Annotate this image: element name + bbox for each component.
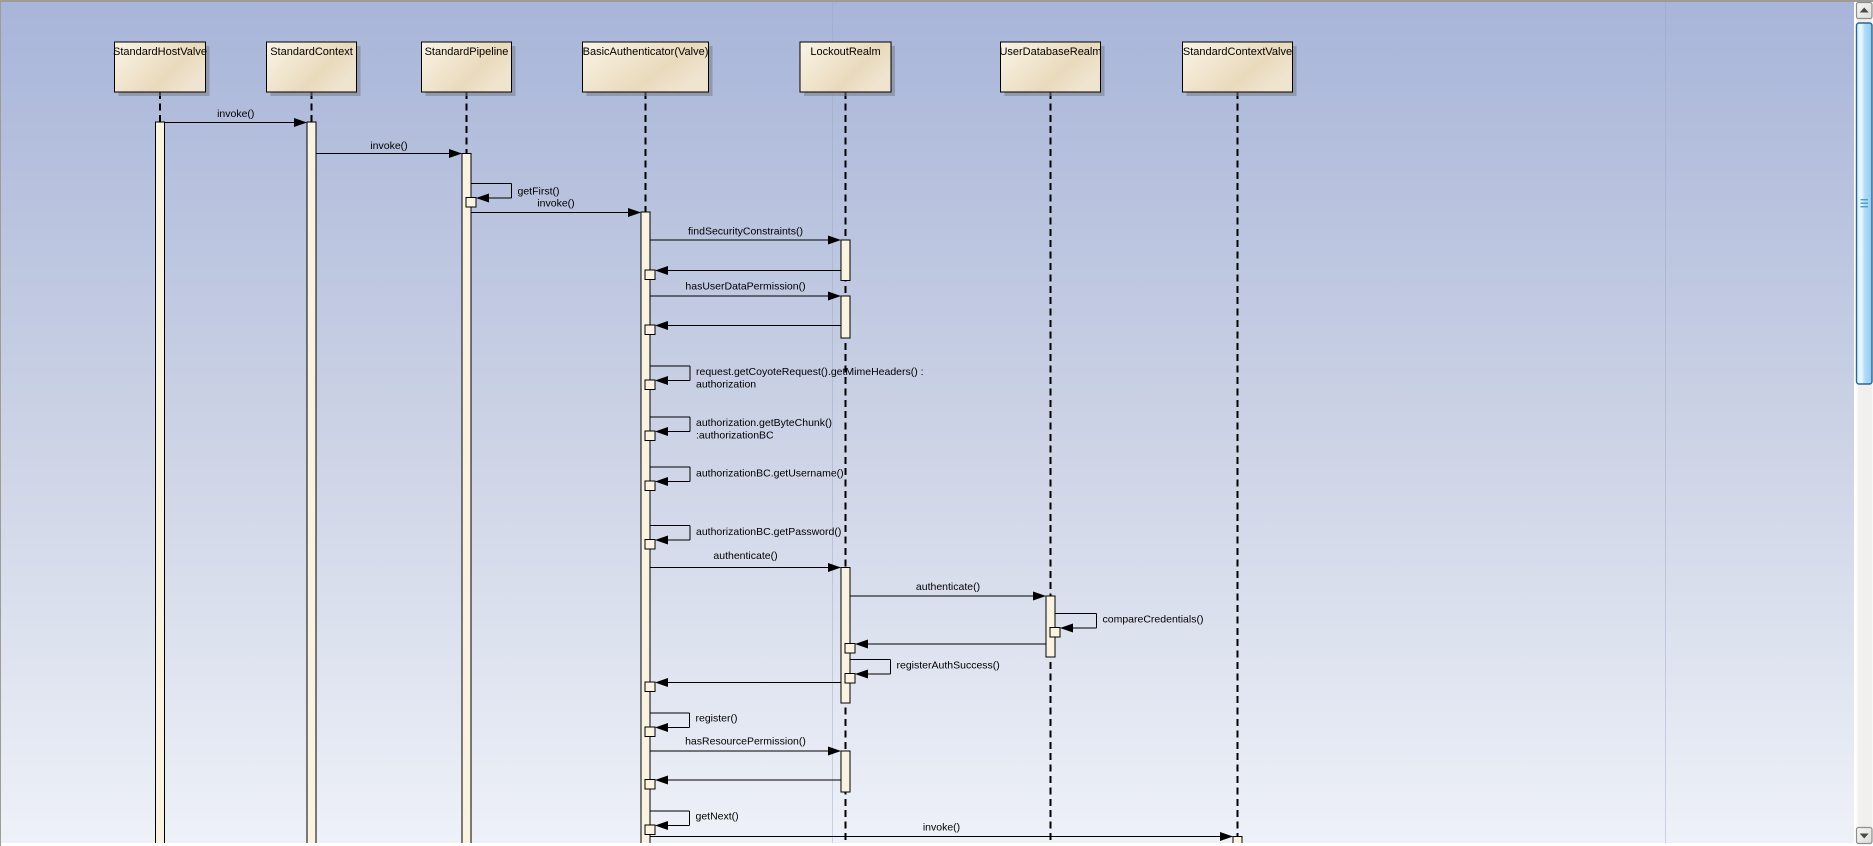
svg-text:getFirst(): getFirst() (518, 186, 560, 198)
svg-text:authorization.getByteChunk(): authorization.getByteChunk() (696, 417, 832, 429)
svg-text:BasicAuthenticator(Valve): BasicAuthenticator(Valve) (583, 46, 709, 58)
svg-text:findSecurityConstraints(): findSecurityConstraints() (688, 226, 803, 238)
svg-text:invoke(): invoke() (370, 140, 407, 152)
svg-text:getNext(): getNext() (696, 811, 739, 823)
svg-text:StandardContext: StandardContext (270, 46, 353, 58)
svg-text:registerAuthSuccess(): registerAuthSuccess() (897, 660, 1000, 672)
svg-text:hasUserDataPermission(): hasUserDataPermission() (685, 281, 805, 293)
svg-text:LockoutRealm: LockoutRealm (810, 46, 880, 58)
svg-text:hasResourcePermission(): hasResourcePermission() (685, 736, 806, 748)
svg-text:UserDatabaseRealm: UserDatabaseRealm (999, 46, 1101, 58)
svg-text:register(): register() (696, 713, 738, 725)
svg-text::authorizationBC: :authorizationBC (696, 430, 774, 442)
svg-text:StandardContextValve: StandardContextValve (1183, 46, 1292, 58)
svg-text:authorizationBC.getPassword(): authorizationBC.getPassword() (696, 526, 841, 538)
svg-text:StandardPipeline: StandardPipeline (425, 46, 509, 58)
svg-text:invoke(): invoke() (923, 822, 960, 834)
svg-text:compareCredentials(): compareCredentials() (1103, 614, 1204, 626)
svg-text:authorization: authorization (696, 379, 756, 391)
svg-text:authenticate(): authenticate() (713, 550, 777, 562)
svg-text:request.getCoyoteRequest().get: request.getCoyoteRequest().getMimeHeader… (696, 366, 924, 378)
svg-text:invoke(): invoke() (537, 198, 574, 210)
svg-text:authorizationBC.getUsername(): authorizationBC.getUsername() (696, 468, 844, 480)
svg-text:invoke(): invoke() (217, 108, 254, 120)
svg-text:StandardHostValve: StandardHostValve (113, 46, 207, 58)
svg-text:authenticate(): authenticate() (916, 581, 980, 593)
